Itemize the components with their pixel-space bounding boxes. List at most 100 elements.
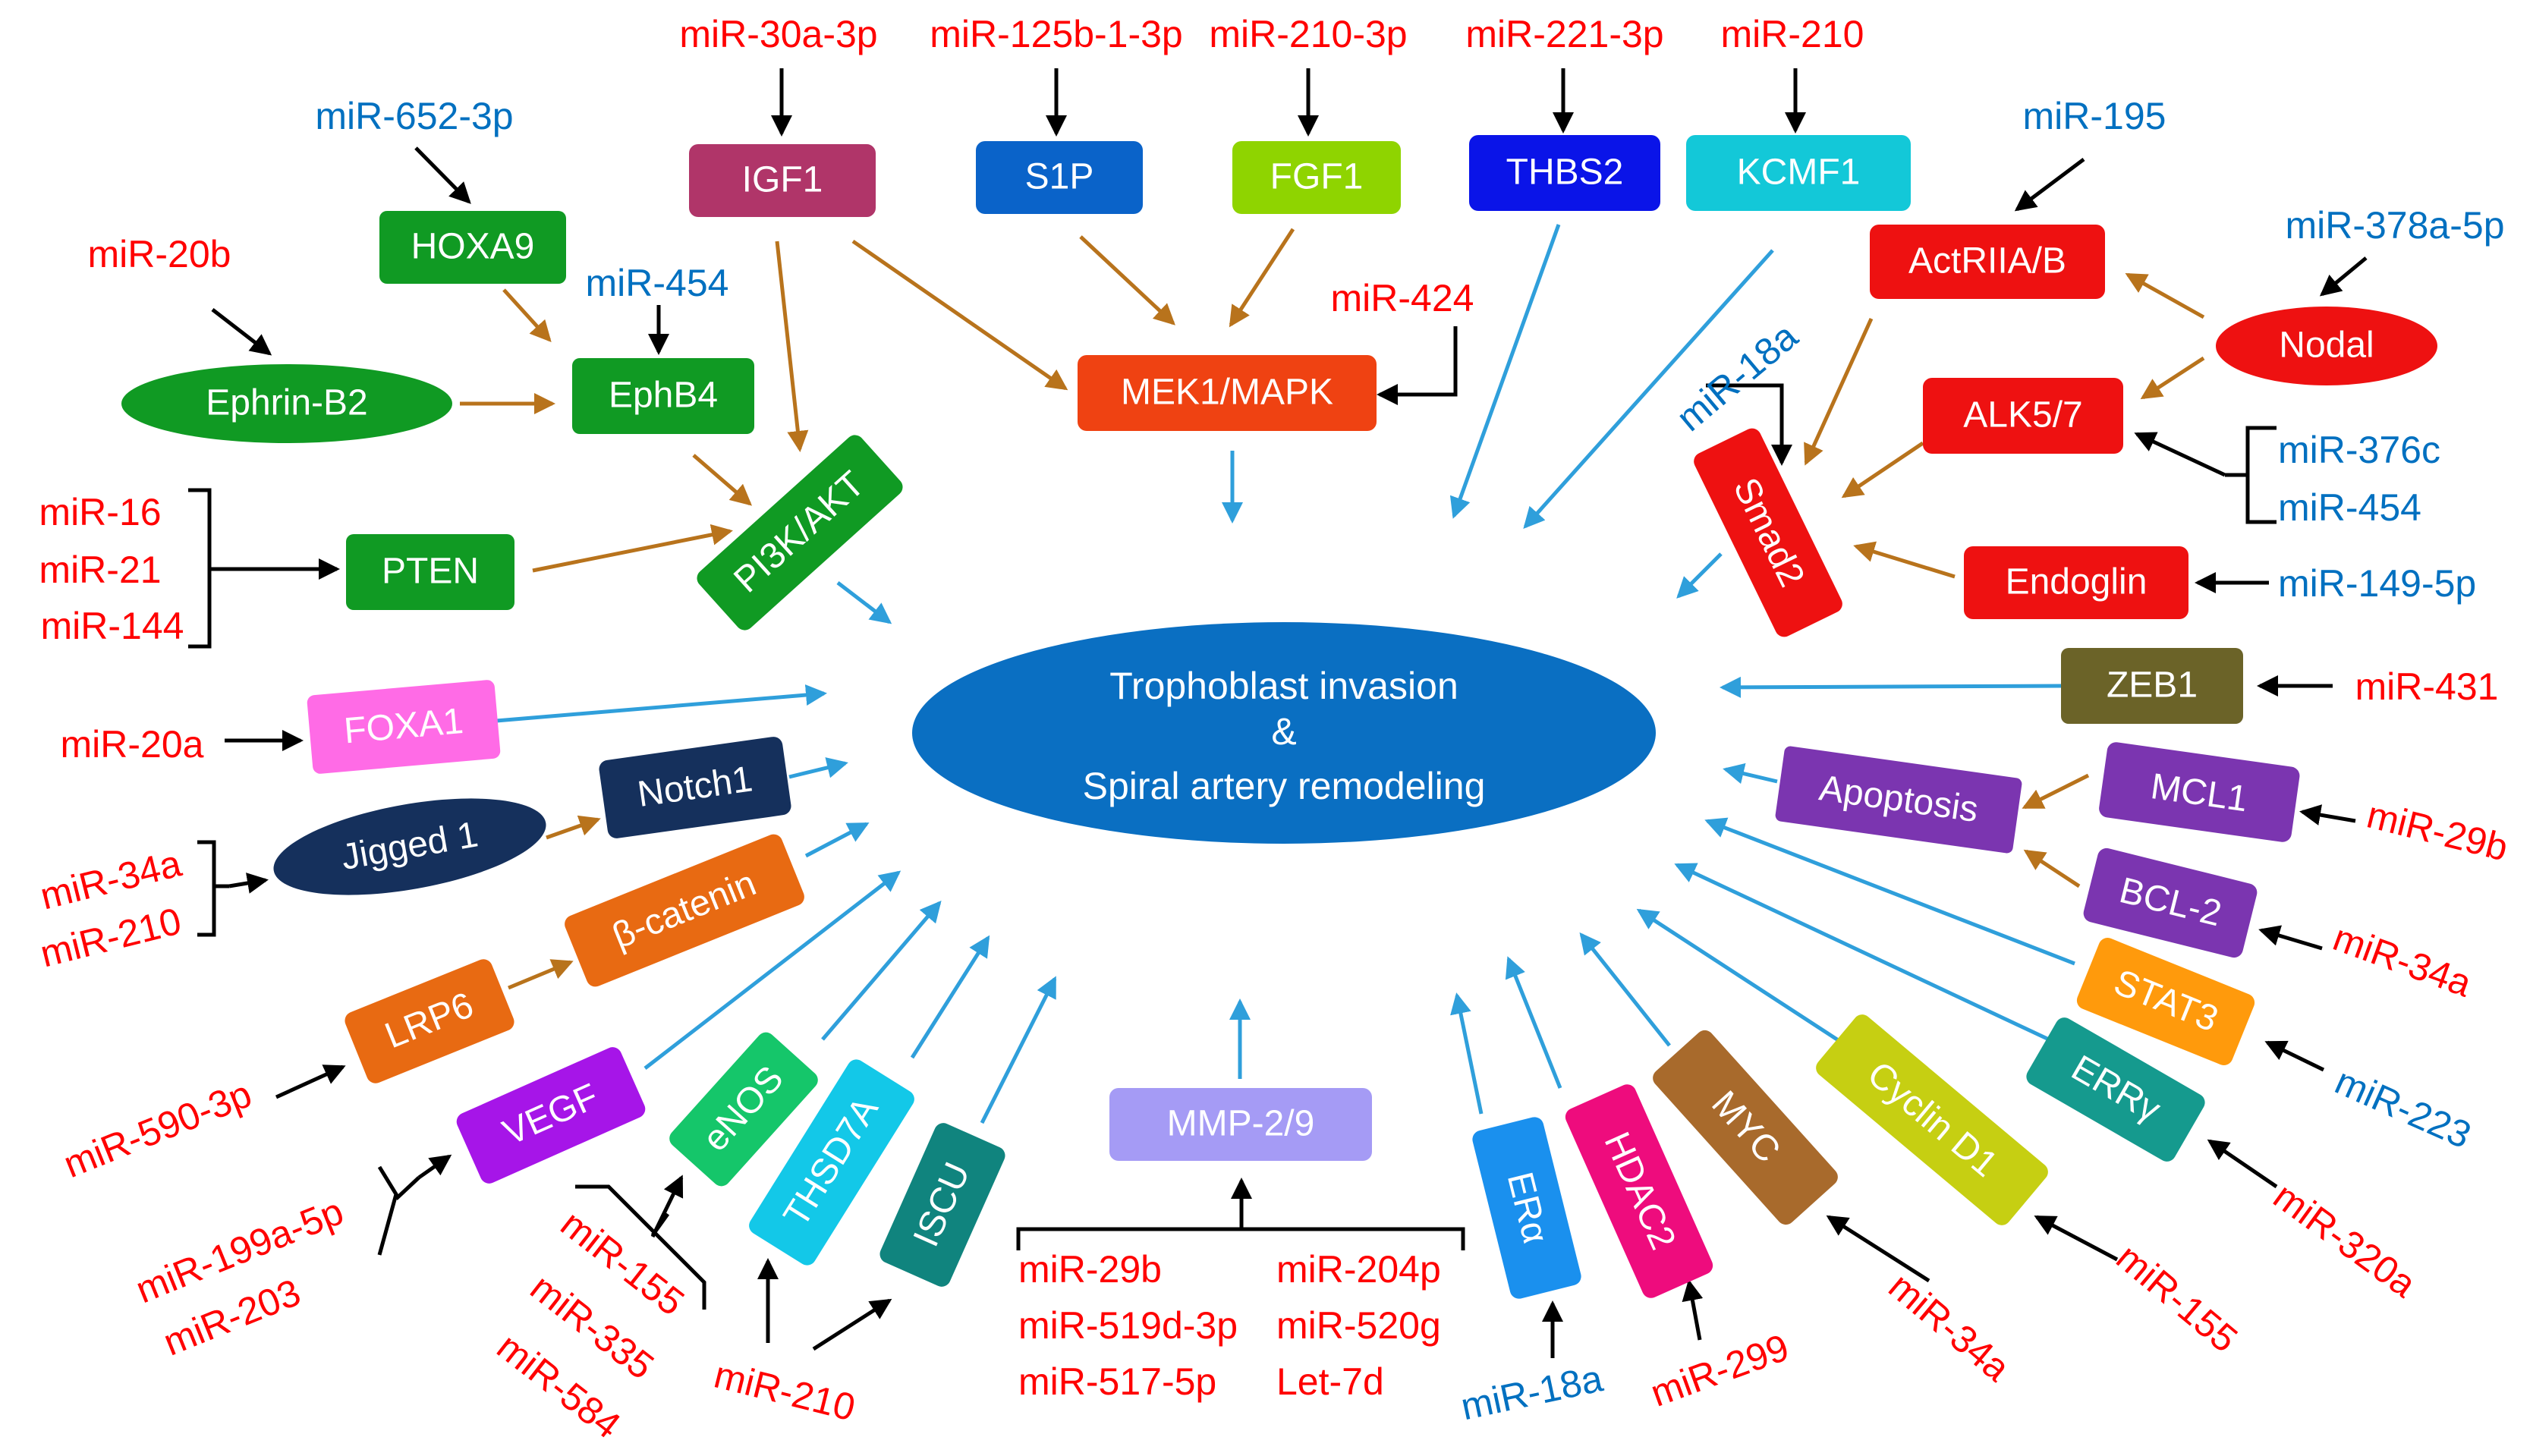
arrow-lrp6-bcatenin (508, 959, 574, 990)
arrow-apoptosis-center (1723, 763, 1778, 785)
node-smad2: Smad2 (1694, 428, 1842, 637)
node-ephb4: EphB4 (572, 358, 754, 434)
mirna-454-ephb4: miR-454 (586, 262, 729, 304)
arrow-bracket-jigged (228, 873, 269, 894)
arrow-m20b-ephrin (211, 308, 272, 356)
mirna-210-bottom: miR-210 (710, 1353, 860, 1429)
arrow-nodal-alk57 (2140, 356, 2205, 400)
arrow-m210-iscu (812, 1298, 892, 1351)
node-s1p: S1P (976, 141, 1143, 214)
node-alk57: ALK5/7 (1923, 378, 2123, 454)
arrow-myc-center (1579, 932, 1671, 1047)
arrow-mcl1-apoptosis (2022, 773, 2090, 810)
mirna-21: miR-21 (39, 549, 161, 591)
node-bcatenin: β-catenin (565, 834, 804, 987)
node-mek1-label: MEK1/MAPK (1121, 373, 1333, 413)
arrow-m378-nodal (2319, 256, 2368, 297)
mirna-125b: miR-125b-1-3p (930, 13, 1182, 55)
node-alk57-label: ALK5/7 (1963, 395, 2082, 436)
arrow-thsd7a-center (910, 935, 990, 1059)
arrow-erry-center (1674, 863, 2050, 1042)
mirna-30a: miR-30a-3p (679, 13, 877, 55)
bracket-m376c-m454 (2225, 426, 2277, 524)
arrow-era-center (1450, 992, 1484, 1115)
node-jigged1: Jigged 1 (273, 798, 546, 895)
node-pten-label: PTEN (382, 552, 479, 592)
mirna-20b: miR-20b (88, 233, 231, 275)
arrow-kcmf1-center (1523, 249, 1774, 529)
bracket-m16-m21-m144 (188, 488, 228, 649)
arrow-bcatenin-center (804, 822, 870, 858)
node-nodal: Nodal (2216, 307, 2437, 385)
arrow-bracket-enos (650, 1175, 684, 1238)
arrow-endoglin-smad2 (1853, 541, 1956, 579)
mirna-378: miR-378a-5p (2285, 204, 2504, 247)
arrow-jigged-notch1 (546, 815, 601, 840)
arrow-s1p-mek1 (1079, 235, 1175, 325)
node-endoglin: Endoglin (1964, 546, 2188, 619)
arrow-alk57-smad2 (1841, 441, 1924, 498)
mirna-299: miR-299 (1645, 1325, 1795, 1414)
bracket-m34a-m210 (197, 840, 229, 937)
arrow-bracket-vegf (417, 1154, 452, 1180)
arrow-m18a-smad2 (1706, 383, 1792, 466)
mirna-454-alk: miR-454 (2278, 486, 2421, 529)
node-thbs2-label: THBS2 (1506, 153, 1624, 193)
node-kcmf1-label: KCMF1 (1737, 153, 1861, 193)
mirna-149: miR-149-5p (2278, 562, 2476, 605)
node-mmp: MMP-2/9 (1109, 1088, 1372, 1161)
node-mek1: MEK1/MAPK (1078, 355, 1377, 431)
mirna-520g: miR-520g (1276, 1304, 1441, 1347)
arrow-igf1-pi3k (775, 241, 809, 452)
node-ephrinb2: Ephrin-B2 (121, 364, 452, 443)
arrow-iscu-center (980, 976, 1057, 1124)
bracket-mmp-mirnas (1016, 1227, 1465, 1250)
arrow-enos-center (821, 900, 942, 1041)
arrow-hoxa9-ephb4 (502, 288, 552, 342)
node-hoxa9: HOXA9 (379, 211, 566, 284)
arrow-m29b-mcl1 (2299, 804, 2356, 825)
node-vegf: VEGF (456, 1047, 646, 1184)
arrow-bracket-alk57 (2134, 432, 2226, 477)
arrow-m223-stat3 (2264, 1040, 2325, 1072)
arrow-nodal-actriia (2125, 272, 2205, 319)
center-line1: Trophoblast invasion (1109, 665, 1458, 707)
center-line2: & (1271, 710, 1296, 753)
arrow-m320a-erry (2207, 1139, 2278, 1189)
node-fgf1: FGF1 (1232, 141, 1401, 214)
node-igf1: IGF1 (689, 144, 876, 217)
mirna-18a-smad2: miR-18a (1669, 315, 1806, 439)
arrow-fgf1-mek1 (1229, 228, 1295, 328)
node-era: ERα (1472, 1117, 1581, 1299)
node-endoglin-label: Endoglin (2006, 562, 2148, 602)
center-line3: Spiral artery remodeling (1083, 765, 1486, 807)
arrow-smad2-center (1676, 552, 1723, 599)
mirna-424: miR-424 (1331, 277, 1474, 319)
mirna-29b-mcl1: miR-29b (2363, 793, 2513, 869)
node-pten: PTEN (346, 534, 514, 610)
mirna-517: miR-517-5p (1018, 1360, 1216, 1403)
arrow-hdac2-center (1505, 956, 1562, 1089)
mirna-155-cyclin: miR-155 (2109, 1236, 2246, 1360)
mirna-223: miR-223 (2329, 1059, 2477, 1156)
center-ellipse (912, 622, 1656, 844)
arrow-notch1-center (788, 757, 848, 779)
node-apoptosis: Apoptosis (1775, 746, 2022, 854)
node-igf1-label: IGF1 (742, 160, 823, 200)
node-kcmf1: KCMF1 (1686, 135, 1911, 211)
arrow-actriia-smad2 (1804, 317, 1874, 466)
arrow-thbs2-center (1449, 224, 1561, 519)
node-s1p-label: S1P (1025, 157, 1094, 197)
arrow-m652-hoxa9 (414, 146, 471, 204)
mirna-29b-mmp: miR-29b (1018, 1248, 1162, 1291)
center-node: Trophoblast invasion & Spiral artery rem… (912, 622, 1656, 844)
mirna-195: miR-195 (2023, 95, 2166, 137)
node-cyclind1: Cyclin D1 (1816, 1014, 2048, 1225)
mirna-16: miR-16 (39, 491, 161, 533)
node-thbs2: THBS2 (1469, 135, 1660, 211)
arrow-m34a-myc (1826, 1215, 1930, 1283)
node-ephrinb2-label: Ephrin-B2 (206, 383, 367, 423)
node-foxa1: FOXA1 (307, 680, 501, 774)
arrow-stat3-center (1704, 817, 2075, 966)
node-actriia: ActRIIA/B (1870, 225, 2105, 299)
